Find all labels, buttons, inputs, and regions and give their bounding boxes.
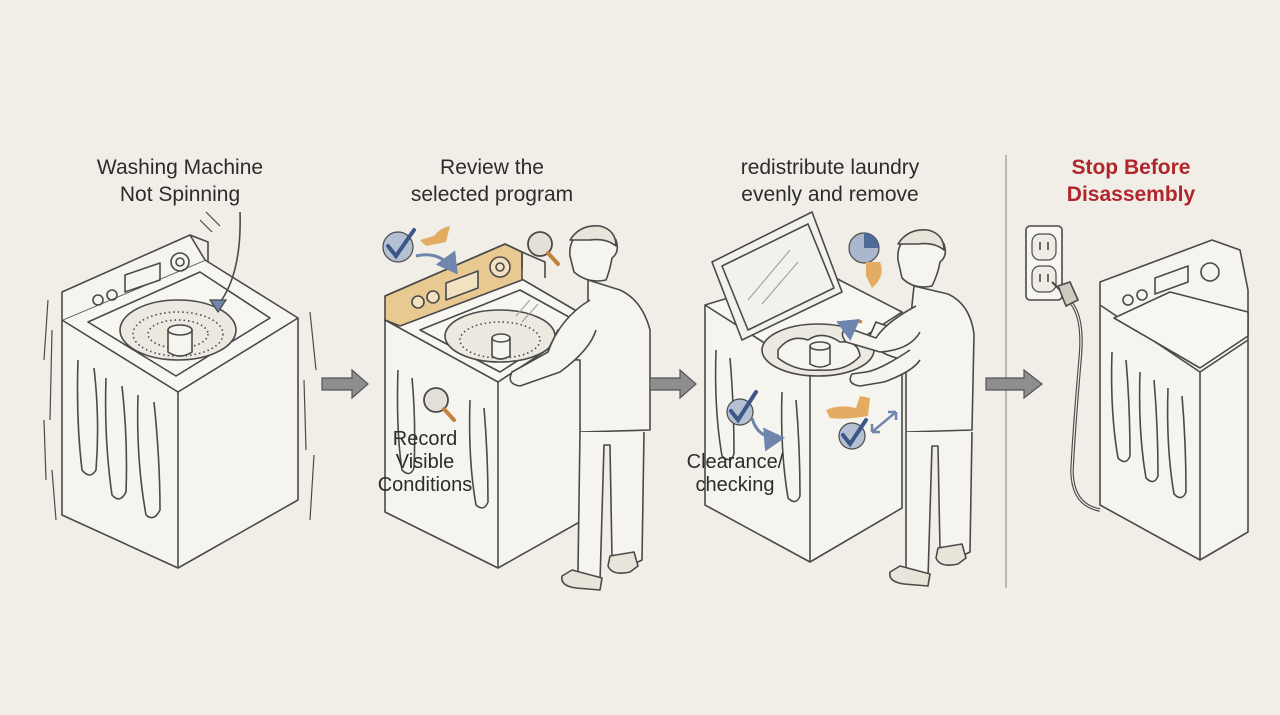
step-1-title-line-2: Not Spinning — [119, 183, 241, 206]
step-4-title: Stop Before Disassembly — [1046, 154, 1216, 208]
highlight-stroke — [420, 226, 450, 246]
check-icon — [726, 390, 758, 426]
plug-icon — [1051, 281, 1080, 308]
step-4-title-line-2: Disassembly — [1066, 183, 1196, 206]
washer-2 — [384, 243, 593, 569]
step-3-title-line-2: evenly and remove — [741, 183, 919, 206]
step-4-title-line-1: Stop Before — [1071, 156, 1191, 179]
step-1-title: Washing Machine Not Spinning — [80, 154, 280, 208]
double-arrow-icon — [870, 410, 898, 434]
step-3-title: redistribute laundry evenly and remove — [720, 154, 940, 208]
small-arrow-icon — [836, 318, 863, 341]
person-3 — [841, 228, 975, 587]
step-2-label-line-3: Conditions — [377, 474, 473, 496]
step-2-label: Record Visible Conditions — [360, 428, 490, 497]
step-2-title-line-1: Review the — [440, 156, 544, 179]
step-1-title-line-1: Washing Machine — [96, 156, 264, 179]
pointer-arrow — [217, 211, 241, 306]
step-3-label: Clearance/ checking — [670, 451, 800, 497]
step-2-title-line-2: selected program — [410, 183, 574, 206]
step-3-label-line-1: Clearance/ — [686, 451, 784, 473]
check-icon — [382, 228, 416, 263]
magnifier-icon — [527, 231, 560, 266]
curved-arrow-icon — [415, 250, 458, 275]
pie-chart-icon — [848, 232, 882, 288]
washer-4 — [1099, 239, 1249, 561]
arrow-right-icon — [321, 368, 369, 400]
step-2-label-line-2: Visible — [395, 451, 455, 473]
step-2-label-line-1: Record — [392, 428, 458, 450]
person-2 — [509, 224, 651, 591]
step-2-title: Review the selected program — [392, 154, 592, 208]
magnifier-icon — [423, 387, 456, 422]
washer-1 — [43, 211, 317, 569]
check-icon — [838, 418, 868, 450]
arrow-right-icon — [649, 368, 697, 400]
highlight-stroke — [826, 396, 870, 419]
washer-3 — [704, 211, 903, 563]
curved-arrow-icon — [750, 417, 785, 452]
power-outlet-icon — [1025, 225, 1063, 301]
step-3-label-line-2: checking — [695, 474, 775, 496]
step-3-title-line-1: redistribute laundry — [740, 156, 920, 179]
arrow-right-icon — [985, 368, 1043, 400]
